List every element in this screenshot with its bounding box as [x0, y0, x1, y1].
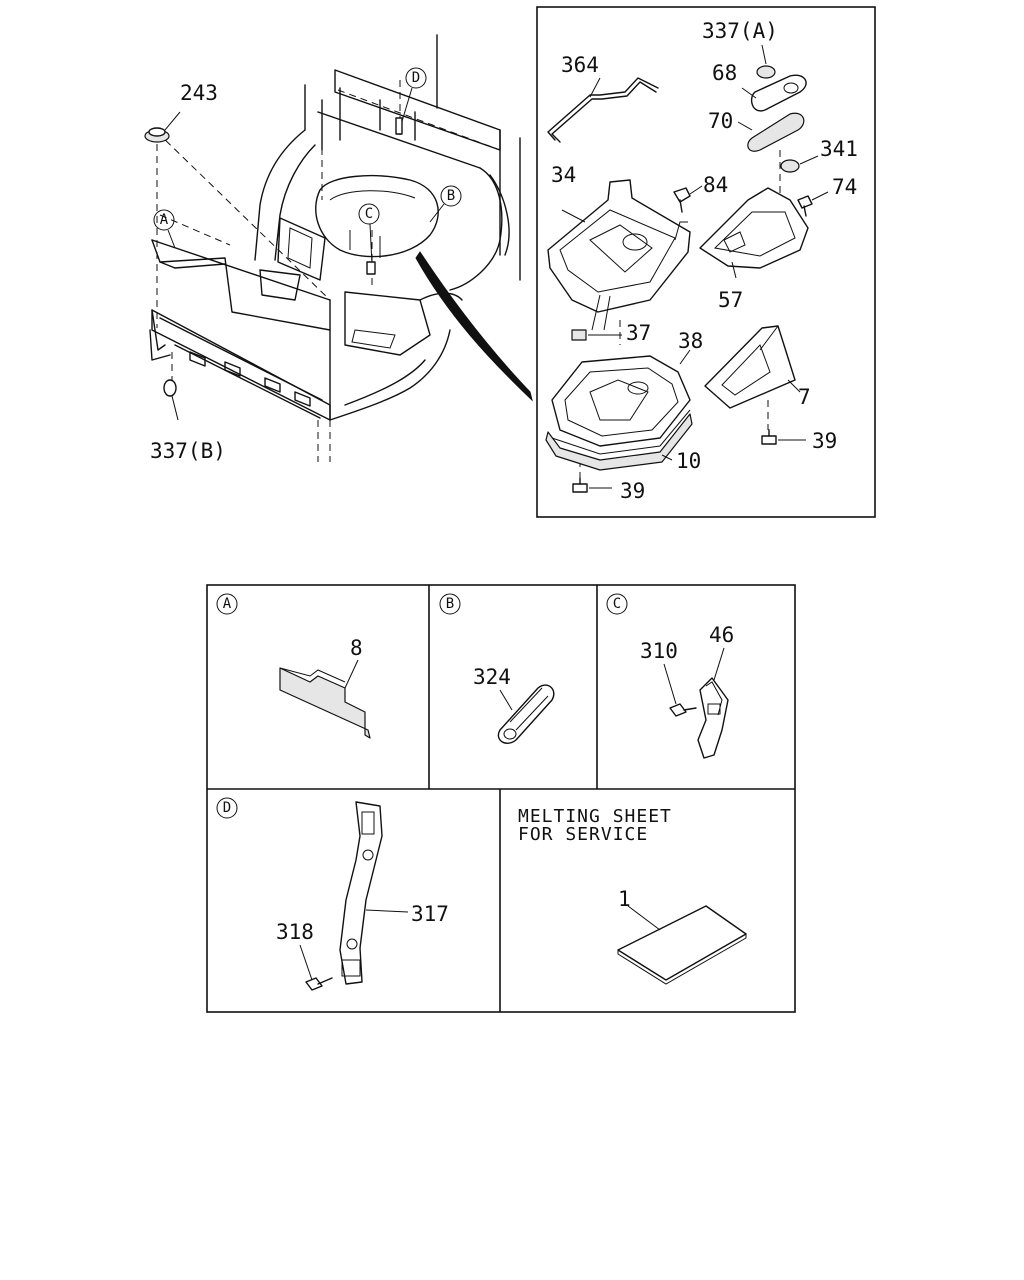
callout-337a: 337(A)	[702, 19, 778, 43]
detail-b: B 324	[439, 593, 555, 744]
grommet-243	[144, 111, 181, 143]
callout-7: 7	[798, 385, 811, 409]
plug-337a	[756, 65, 776, 79]
svg-text:C: C	[365, 206, 373, 222]
callout-337b: 337(B)	[150, 439, 226, 463]
note-line-1: MELTING SHEET	[518, 806, 672, 827]
ref-marker-c: C	[358, 203, 380, 275]
tray-38	[551, 349, 691, 447]
callout-318: 318	[276, 920, 314, 944]
svg-text:B: B	[447, 188, 455, 204]
ref-marker-b: B	[429, 185, 462, 223]
ref-marker-a: A	[153, 209, 176, 249]
inset-frame	[536, 6, 876, 518]
callout-324: 324	[473, 665, 511, 689]
callout-70: 70	[708, 109, 733, 133]
callout-34: 34	[551, 163, 576, 187]
detail-a: A 8	[216, 593, 371, 739]
callout-57: 57	[718, 288, 743, 312]
bolt-310	[669, 703, 697, 717]
callout-8: 8	[350, 636, 363, 660]
callout-39-right: 39	[812, 429, 837, 453]
detail-c: C 310 46	[606, 593, 734, 759]
detail-grid	[206, 584, 796, 1013]
inset-parts	[545, 44, 829, 493]
board-57	[699, 187, 809, 279]
screw-318	[305, 977, 333, 991]
screw-39-right	[761, 429, 806, 445]
callout-84: 84	[703, 173, 728, 197]
callout-39-left: 39	[620, 479, 645, 503]
ref-marker-d: D	[395, 67, 427, 135]
insulator-8	[279, 667, 371, 739]
note-line-2: FOR SERVICE	[518, 824, 648, 845]
detail-service: MELTING SHEET FOR SERVICE 1	[518, 806, 747, 985]
bracket-34	[547, 179, 691, 331]
pad-70	[737, 112, 805, 152]
callout-38: 38	[678, 329, 703, 353]
screw-39-left	[572, 477, 612, 493]
bracket-7	[704, 325, 801, 409]
mat-10	[545, 409, 693, 471]
svg-text:A: A	[160, 212, 169, 228]
callout-10: 10	[676, 449, 701, 473]
latch-46	[697, 677, 729, 759]
rod-364	[547, 77, 659, 143]
callout-310: 310	[640, 639, 678, 663]
bolt-84	[673, 185, 703, 213]
vehicle-floor-view	[149, 34, 533, 462]
callout-317: 317	[411, 902, 449, 926]
clip-324	[497, 684, 555, 744]
stopper-37	[571, 329, 622, 341]
bolt-74	[797, 191, 829, 217]
callout-74: 74	[832, 175, 857, 199]
callout-1: 1	[618, 887, 631, 911]
callout-68: 68	[712, 61, 737, 85]
cover-68	[741, 74, 807, 112]
svg-text:C: C	[613, 596, 621, 612]
callout-46: 46	[709, 623, 734, 647]
callout-37: 37	[626, 321, 651, 345]
melting-sheet-1	[617, 905, 747, 985]
plug-337b	[163, 379, 179, 421]
svg-text:A: A	[223, 596, 232, 612]
callout-364: 364	[561, 53, 599, 77]
callout-341: 341	[820, 137, 858, 161]
strap-317	[339, 801, 383, 985]
detail-d: D 317 318	[216, 797, 449, 991]
callout-243: 243	[180, 81, 218, 105]
plug-341	[780, 159, 800, 173]
svg-text:D: D	[223, 800, 231, 816]
svg-text:D: D	[412, 70, 420, 86]
svg-text:B: B	[446, 596, 454, 612]
